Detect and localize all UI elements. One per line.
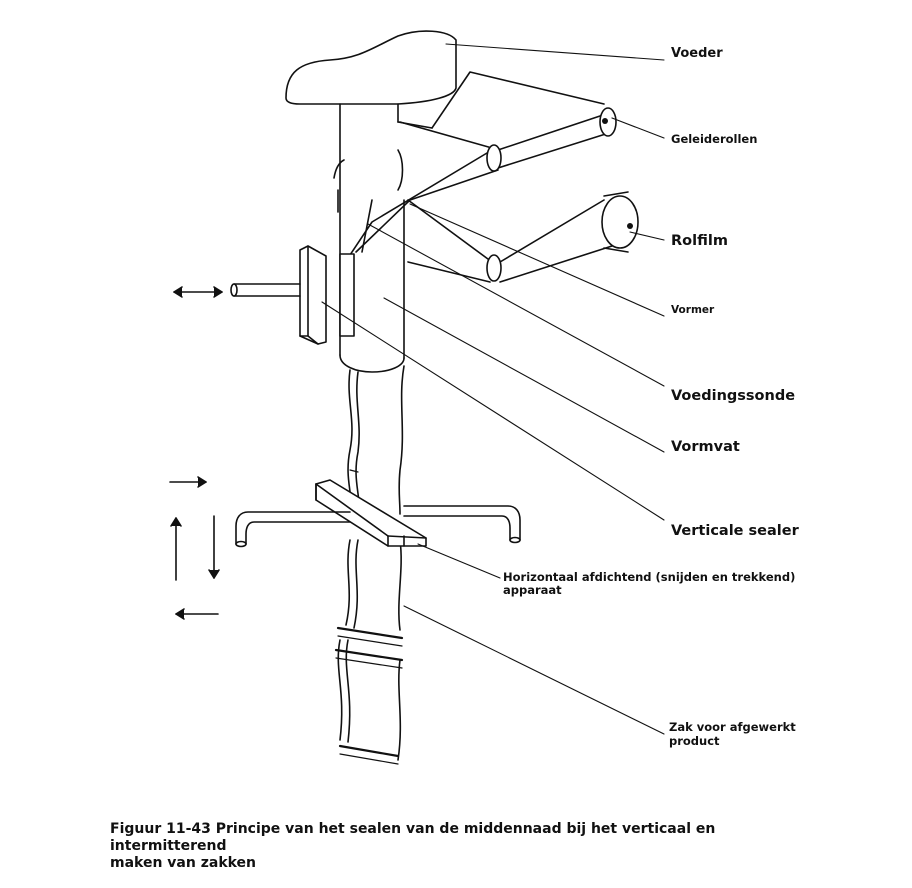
label-feeder: Voeder (671, 46, 723, 61)
label-feed-probe: Voedingssonde (671, 388, 796, 404)
label-guide-rollers: Geleiderollen (671, 132, 758, 146)
label-vertical-sealer: Verticale sealer (671, 523, 799, 539)
film-tube (337, 365, 405, 761)
intermittent-motion-arrows (169, 476, 220, 620)
film-path (347, 71, 613, 283)
film-roll (601, 191, 639, 253)
guide-roller-middle (486, 144, 502, 172)
guide-roller-lower (486, 254, 502, 282)
label-former: Vormer (671, 304, 715, 316)
forming-tube (333, 149, 405, 373)
leader-lines (321, 43, 665, 735)
bag-seals (334, 469, 404, 765)
label-forming-tube: Vormvat (671, 439, 740, 455)
guide-roller-top (599, 107, 617, 137)
horizontal-sealer (235, 479, 521, 548)
label-finished-bag-line2: product (669, 734, 720, 748)
figure-caption: Figuur 11-43 Principe van het sealen van… (110, 821, 830, 871)
label-horizontal-sealer-line1: Horizontaal afdichtend (snijden en trekk… (503, 570, 796, 584)
caption-line-1: Figuur 11-43 Principe van het sealen van… (110, 821, 716, 854)
label-finished-bag-line1: Zak voor afgewerkt (669, 720, 796, 734)
vertical-sealer (230, 245, 355, 345)
label-roll-film: Rolfilm (671, 233, 728, 249)
label-horizontal-sealer-line2: apparaat (503, 583, 562, 597)
vertical-sealer-motion-arrows (173, 286, 223, 298)
caption-line-2: maken van zakken (110, 854, 257, 871)
